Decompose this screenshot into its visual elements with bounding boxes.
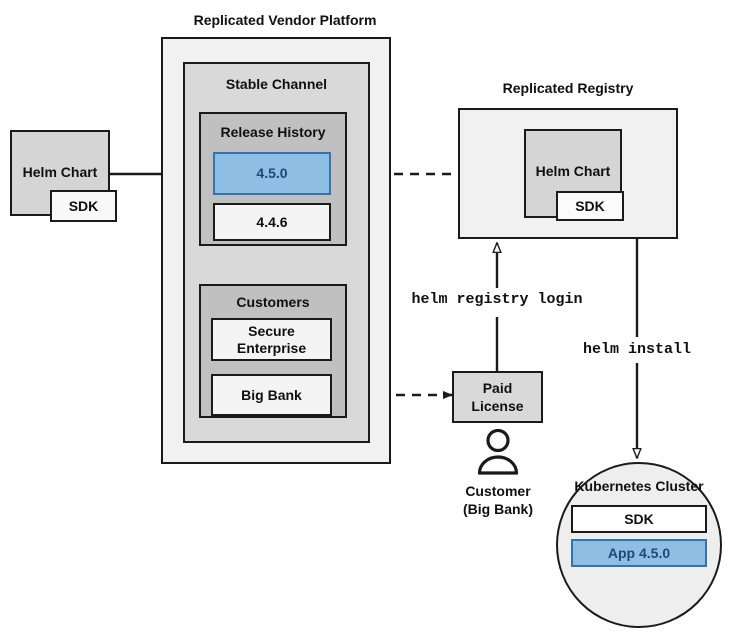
customer-item-secure-enterprise[interactable]: Secure Enterprise <box>211 318 332 361</box>
registry-helm-chart-label: Helm Chart <box>535 163 611 179</box>
platform-title: Replicated Vendor Platform <box>193 12 377 28</box>
cluster-item-sdk-label: SDK <box>624 510 654 527</box>
release-item-446-label: 4.4.6 <box>256 213 288 230</box>
customer-caption: Customer(Big Bank) <box>463 483 533 517</box>
release-history-label: Release History <box>220 124 326 140</box>
source-helm-chart-sdk-box[interactable]: SDK <box>50 190 117 222</box>
command-helm-install: helm install <box>582 341 692 358</box>
release-item-446[interactable]: 4.4.6 <box>213 203 331 241</box>
customer-item-big-bank-label: Big Bank <box>241 386 302 403</box>
registry-title: Replicated Registry <box>502 80 634 96</box>
release-item-450[interactable]: 4.5.0 <box>213 152 331 195</box>
kubernetes-cluster-title: Kubernetes Cluster <box>574 478 704 494</box>
customer-item-secure-enterprise-label: Secure Enterprise <box>236 322 307 356</box>
customer-item-big-bank[interactable]: Big Bank <box>211 374 332 416</box>
source-helm-chart-sdk-label: SDK <box>68 197 99 214</box>
registry-helm-chart-sdk-label: SDK <box>575 197 605 214</box>
source-helm-chart-label: Helm Chart <box>22 164 98 180</box>
command-helm-registry-login: helm registry login <box>411 291 583 308</box>
cluster-item-sdk[interactable]: SDK <box>571 505 707 533</box>
customers-label: Customers <box>236 294 310 310</box>
cluster-item-app[interactable]: App 4.5.0 <box>571 539 707 567</box>
person-icon <box>472 428 524 476</box>
release-item-450-label: 4.5.0 <box>256 165 288 182</box>
cluster-item-app-label: App 4.5.0 <box>607 544 671 561</box>
registry-helm-chart-sdk-box[interactable]: SDK <box>556 191 624 221</box>
stable-channel-label: Stable Channel <box>225 76 328 92</box>
